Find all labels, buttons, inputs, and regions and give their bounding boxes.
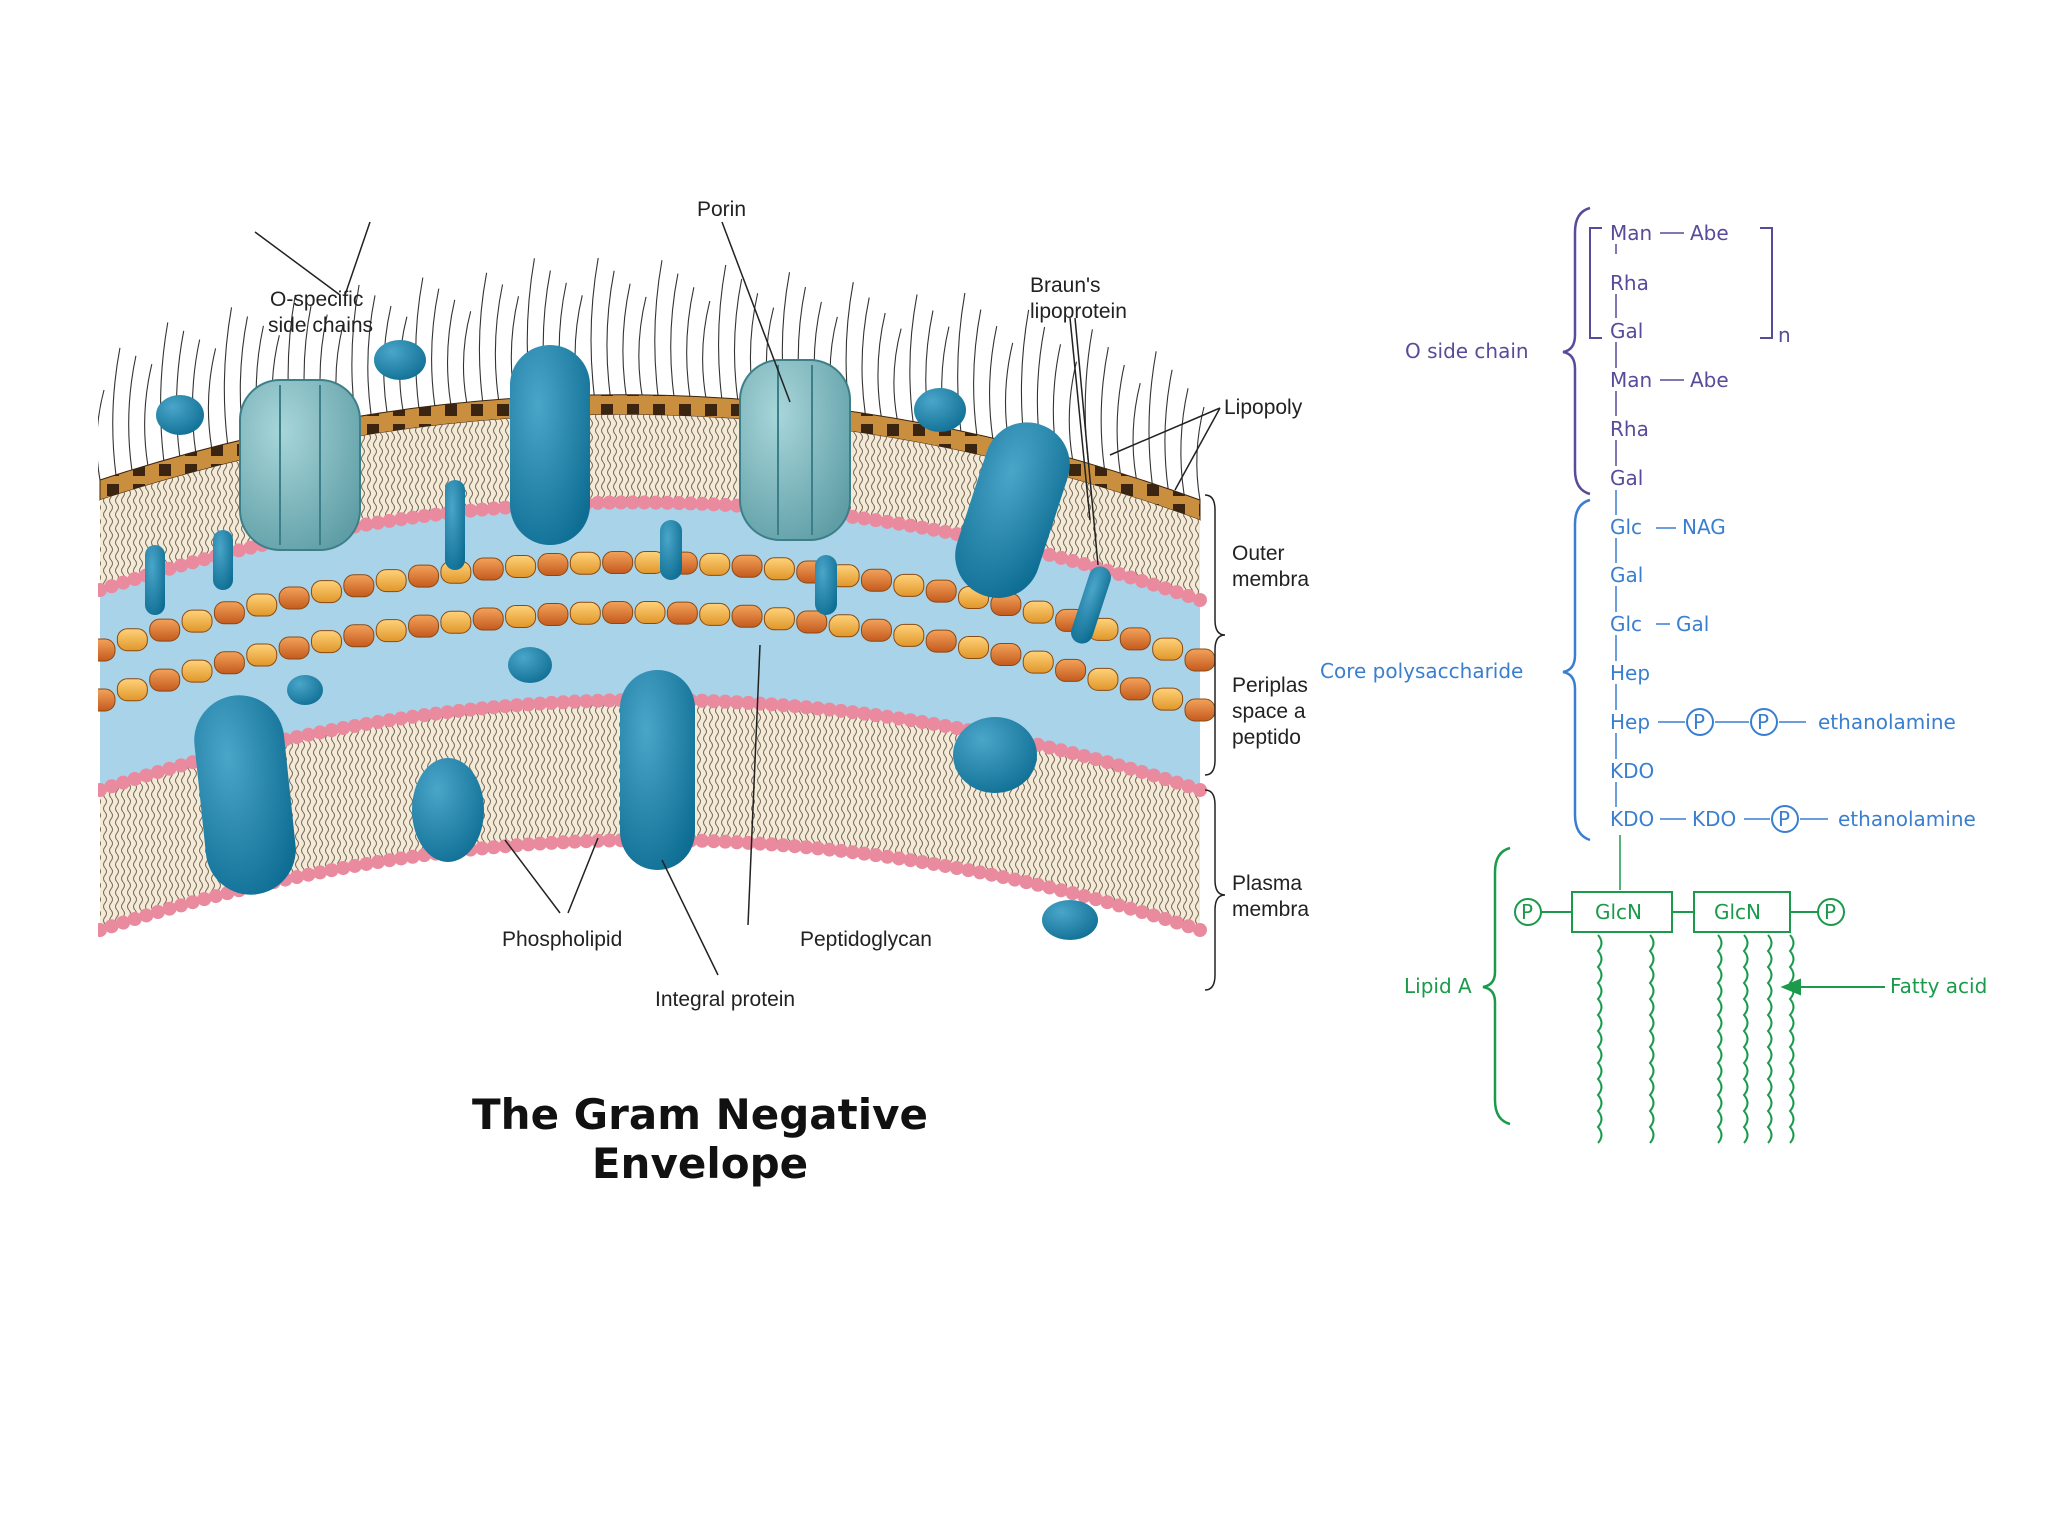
label-membra-1: membra [1232,568,1309,591]
sugar-kdo-1: KDO [1610,759,1654,783]
label-membra-2: membra [1232,898,1309,921]
label-lipid-a: Lipid A [1404,974,1472,998]
glcn-2: GlcN [1714,900,1761,924]
label-fatty-acid: Fatty acid [1890,974,1987,998]
label-repeat-n: n [1778,323,1791,347]
sugar-abe-2: Abe [1690,368,1729,392]
label-lipopoly: Lipopoly [1224,396,1303,419]
sugar-gal-2: Gal [1610,466,1643,490]
sugar-abe-1: Abe [1690,221,1729,245]
label-porin: Porin [697,198,746,221]
o-side-chain-group: O side chain n Man Abe Rha Gal Man Abe R… [1405,206,1791,496]
sugar-man-1: Man [1610,221,1652,245]
envelope-illustration [98,257,1216,940]
label-lipoprotein: lipoprotein [1030,300,1127,323]
sugar-gal-1: Gal [1610,319,1643,343]
label-phospholipid: Phospholipid [502,928,622,951]
phosphate-4: P [1521,900,1533,924]
label-brauns: Braun's [1030,274,1101,297]
sugar-glc-2: Glc [1610,612,1642,636]
label-peptidoglycan: Peptidoglycan [800,928,932,951]
label-peptido: peptido [1232,726,1301,749]
label-integral-protein: Integral protein [655,988,795,1011]
label-ethanolamine-1: ethanolamine [1818,710,1956,734]
sugar-kdo-2: KDO [1610,807,1654,831]
fatty-acid-chains [1596,934,1795,1144]
glcn-1: GlcN [1595,900,1642,924]
lipid-a-group: Lipid A P GlcN GlcN P Fatty acid [1404,835,1987,1144]
sugar-hep-2: Hep [1610,710,1650,734]
phosphate-5: P [1824,900,1836,924]
label-periplas: Periplas [1232,674,1308,697]
sugar-rha-2: Rha [1610,417,1649,441]
label-o-specific: O-specific [270,288,363,311]
label-space: space a [1232,700,1306,723]
sugar-gal-4: Gal [1676,612,1709,636]
porin-protein [239,359,851,551]
phosphate-3: P [1778,807,1790,831]
sugar-rha-1: Rha [1610,271,1649,295]
phosphate-1: P [1693,710,1705,734]
integral-proteins [145,340,1111,940]
label-ethanolamine-2: ethanolamine [1838,807,1976,831]
core-polysaccharide-group: Core polysaccharide Glc NAG Gal Glc Gal … [1320,490,1976,842]
sugar-man-2: Man [1610,368,1652,392]
label-o-side-chain: O side chain [1405,339,1529,363]
peptidoglycan-layer [98,551,1216,722]
figure-caption: The Gram Negative Envelope [472,1090,928,1188]
label-plasma: Plasma [1232,872,1302,895]
sugar-hep-1: Hep [1610,661,1650,685]
phosphate-2: P [1757,710,1769,734]
sugar-gal-3: Gal [1610,563,1643,587]
sugar-kdo-3: KDO [1692,807,1736,831]
label-outer: Outer [1232,542,1285,565]
label-side-chains: side chains [268,314,373,337]
sugar-glc-1: Glc [1610,515,1642,539]
lps-structure: O side chain n Man Abe Rha Gal Man Abe R… [1320,206,1987,1144]
envelope-labels: O-specific side chains Porin Braun's lip… [254,198,1309,1011]
sugar-nag: NAG [1682,515,1726,539]
label-core-polysaccharide: Core polysaccharide [1320,659,1523,683]
